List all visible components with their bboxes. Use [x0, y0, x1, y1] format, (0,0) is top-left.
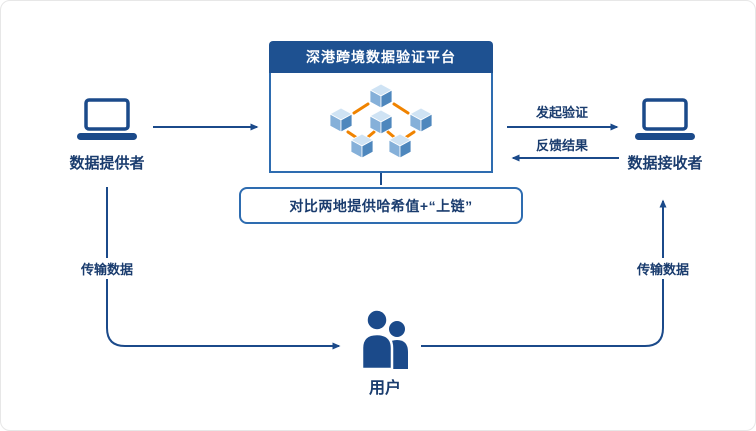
transfer-data-left-label: 传输数据	[71, 258, 143, 279]
cube-icon	[350, 133, 374, 159]
blockchain-network-icon	[329, 83, 433, 159]
users-icon	[360, 308, 408, 371]
user-figure	[353, 307, 417, 371]
platform-title: 深港跨境数据验证平台	[269, 41, 493, 73]
cube-icon	[329, 107, 353, 133]
receiver-label: 数据接收者	[627, 155, 703, 172]
platform-box: 深港跨境数据验证平台	[269, 41, 493, 173]
chain-links	[346, 102, 416, 140]
provider-device	[75, 97, 139, 145]
hash-note-box: 对比两地提供哈希值+“上链”	[239, 187, 523, 224]
transfer-data-right-label: 传输数据	[627, 258, 699, 279]
cube-icon	[369, 109, 393, 135]
receiver-device	[633, 97, 697, 145]
laptop-icon	[635, 98, 695, 140]
cube-icon	[388, 133, 412, 159]
cube-icon	[369, 83, 393, 109]
hash-note-label: 对比两地提供哈希值+“上链”	[289, 197, 473, 214]
platform-body	[269, 73, 493, 173]
laptop-icon	[77, 98, 137, 140]
flow-feedback-label: 反馈结果	[535, 138, 588, 153]
provider-label: 数据提供者	[69, 155, 145, 172]
user-label: 用户	[368, 380, 401, 397]
cube-icon	[409, 107, 433, 133]
flow-initiate-label: 发起验证	[535, 105, 588, 120]
